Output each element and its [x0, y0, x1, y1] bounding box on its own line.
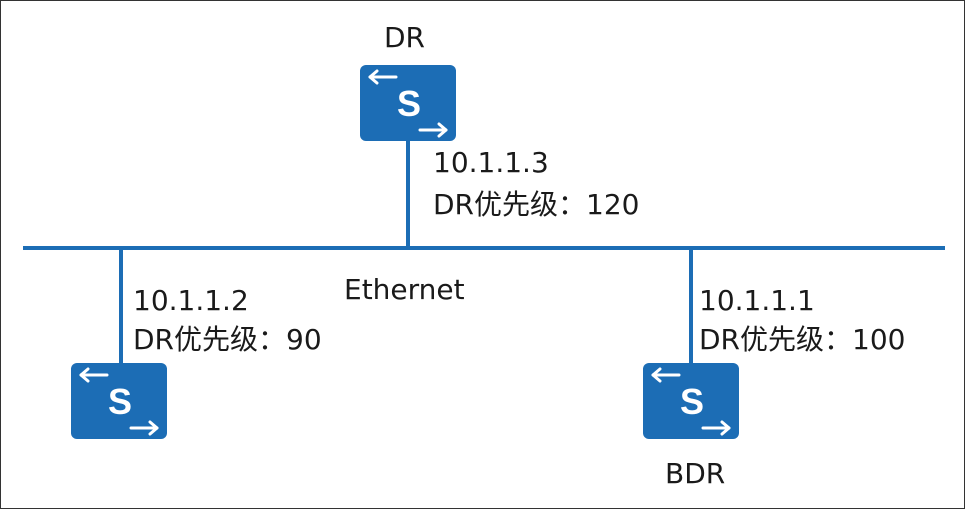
- left-link-line: [119, 248, 123, 364]
- dr-ip-label: 10.1.1.3: [433, 146, 549, 179]
- dr-role-label: DR: [384, 21, 426, 54]
- bdr-switch-icon: S: [643, 363, 739, 439]
- bdr-role-label: BDR: [665, 457, 726, 490]
- left-ip-label: 10.1.1.2: [133, 284, 249, 317]
- dr-switch-icon: S: [360, 65, 456, 141]
- dr-priority-label: DR优先级：120: [433, 188, 640, 221]
- bdr-priority-label: DR优先级：100: [699, 323, 906, 356]
- bdr-link-line: [689, 248, 693, 364]
- svg-text:S: S: [397, 83, 421, 124]
- svg-text:S: S: [108, 381, 132, 422]
- left-priority-label: DR优先级：90: [133, 323, 322, 356]
- svg-text:S: S: [680, 381, 704, 422]
- ethernet-bus-line: [23, 246, 945, 250]
- dr-link-line: [406, 141, 410, 247]
- bdr-ip-label: 10.1.1.1: [699, 284, 815, 317]
- left-switch-icon: S: [71, 363, 167, 439]
- ethernet-label: Ethernet: [344, 273, 465, 306]
